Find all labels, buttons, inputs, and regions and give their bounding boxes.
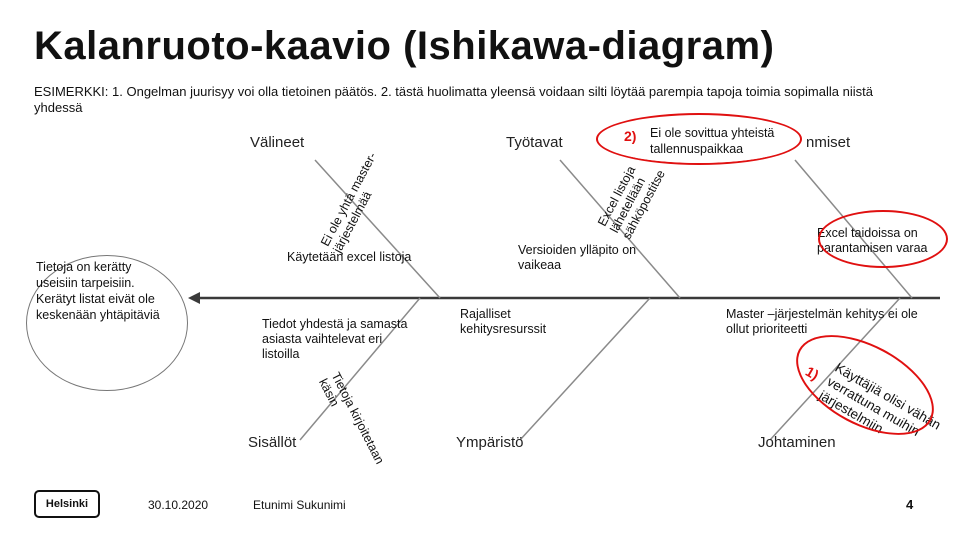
highlight-oval-excel-taidoissa bbox=[818, 210, 948, 268]
category-ymparisto: Ympäristö bbox=[456, 434, 524, 451]
category-sisallot: Sisällöt bbox=[248, 434, 297, 451]
footer-date: 30.10.2020 bbox=[148, 498, 209, 512]
category-tyotavat: Työtavat bbox=[506, 134, 563, 151]
footer-author: Etunimi Sukunimi bbox=[253, 498, 346, 512]
slide-title: Kalanruoto-kaavio (Ishikawa-diagram) bbox=[34, 24, 775, 68]
marker-2: 2) bbox=[624, 128, 637, 144]
bone-johtaminen bbox=[769, 297, 901, 441]
category-ihmiset: nmiset bbox=[806, 134, 851, 151]
category-johtaminen: Johtaminen bbox=[758, 434, 836, 451]
category-valineet: Välineet bbox=[250, 134, 305, 151]
bone-tyotavat bbox=[559, 159, 681, 299]
problem-oval bbox=[26, 255, 188, 391]
page-number: 4 bbox=[906, 497, 914, 512]
bone-ymparisto bbox=[519, 297, 651, 441]
note-2-line2: tallennuspaikkaa bbox=[650, 142, 744, 156]
slide-subtitle: ESIMERKKI: 1. Ongelman juurisyy voi olla… bbox=[34, 84, 873, 115]
problem-statement: Tietoja on kerätty useisiin tarpeisiin. … bbox=[36, 260, 160, 322]
cause-versioiden-yllapito: Versioiden ylläpito on vaikeaa bbox=[518, 243, 637, 272]
note-2-line1: Ei ole sovittua yhteistä bbox=[650, 126, 775, 140]
cause-rajalliset-resurssit: Rajalliset kehitysresurssit bbox=[460, 307, 547, 336]
helsinki-logo: Helsinki bbox=[34, 490, 100, 518]
highlight-oval-2 bbox=[596, 113, 802, 165]
cause-tiedot-yhdesta: Tiedot yhdestä ja samasta asiasta vaihte… bbox=[262, 317, 408, 361]
bone-sisallot bbox=[299, 297, 421, 441]
bone-valineet bbox=[314, 159, 441, 299]
highlight-oval-2-fill bbox=[600, 117, 798, 163]
spine-arrowhead bbox=[188, 292, 200, 304]
cause-kaytetaan-excel: Käytetään excel listoja bbox=[287, 250, 412, 264]
cause-master-kehitys: Master –järjestelmän kehitys ei ole ollu… bbox=[726, 307, 918, 336]
